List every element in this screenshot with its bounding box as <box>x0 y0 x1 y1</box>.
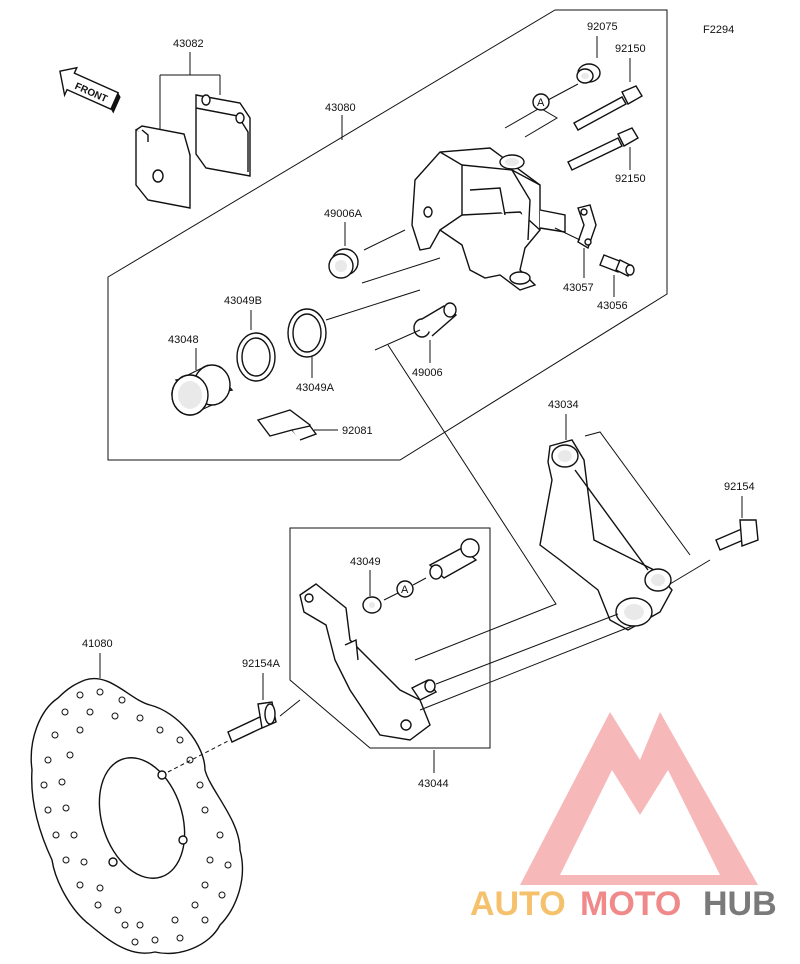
caliper-bracket-43044 <box>299 583 438 741</box>
caliper-assembly-outline <box>107 9 668 461</box>
bleeder-cap-43057 <box>577 204 597 250</box>
label-43082: 43082 <box>173 38 204 50</box>
label-43048: 43048 <box>168 334 199 346</box>
svg-text:A: A <box>401 584 409 596</box>
label-43044: 43044 <box>418 778 449 790</box>
washer-43049 <box>362 596 382 614</box>
label-49006A: 49006A <box>324 208 363 220</box>
seal-ring-43049A <box>287 308 327 358</box>
brake-pad-rear <box>195 94 251 177</box>
label-43049A: 43049A <box>296 382 335 394</box>
label-92154: 92154 <box>724 481 755 493</box>
boot-92075 <box>576 63 601 84</box>
bleeder-valve-43056 <box>599 254 635 277</box>
torque-link-43034 <box>539 439 673 631</box>
bolt-92154 <box>715 519 759 551</box>
label-92075: 92075 <box>587 21 618 33</box>
pin-92150-b <box>567 127 639 171</box>
svg-text:A: A <box>537 97 545 109</box>
front-arrow-icon: FRONT <box>59 66 121 114</box>
label-92150-b: 92150 <box>615 173 646 185</box>
label-92150-a: 92150 <box>615 43 646 55</box>
seal-49006A <box>328 248 359 279</box>
label-43049B: 43049B <box>224 295 262 307</box>
brake-disc-41080 <box>30 677 244 955</box>
label-92154A: 92154A <box>242 658 281 670</box>
caliper-body <box>411 147 566 291</box>
label-43034: 43034 <box>548 399 579 411</box>
label-92081: 92081 <box>342 425 373 437</box>
label-43080: 43080 <box>325 102 356 114</box>
label-41080: 41080 <box>82 638 113 650</box>
ref-marker-a-upper <box>532 93 550 111</box>
seal-ring-43049B <box>236 332 276 382</box>
boot-49006 <box>413 302 458 338</box>
piston-43048 <box>171 364 234 416</box>
label-43049: 43049 <box>350 556 381 568</box>
label-43056: 43056 <box>597 300 628 312</box>
pin-92150-a <box>573 85 643 131</box>
bracket-group-outline <box>289 527 491 749</box>
label-43057: 43057 <box>563 282 594 294</box>
diagram-code: F2294 <box>703 24 734 36</box>
bolt-92154A <box>227 701 277 743</box>
slide-pin <box>428 538 480 580</box>
brake-pad-front <box>135 125 191 209</box>
spring-clip-92081 <box>256 409 318 441</box>
label-49006: 49006 <box>412 367 443 379</box>
ref-marker-a-lower <box>396 580 414 598</box>
